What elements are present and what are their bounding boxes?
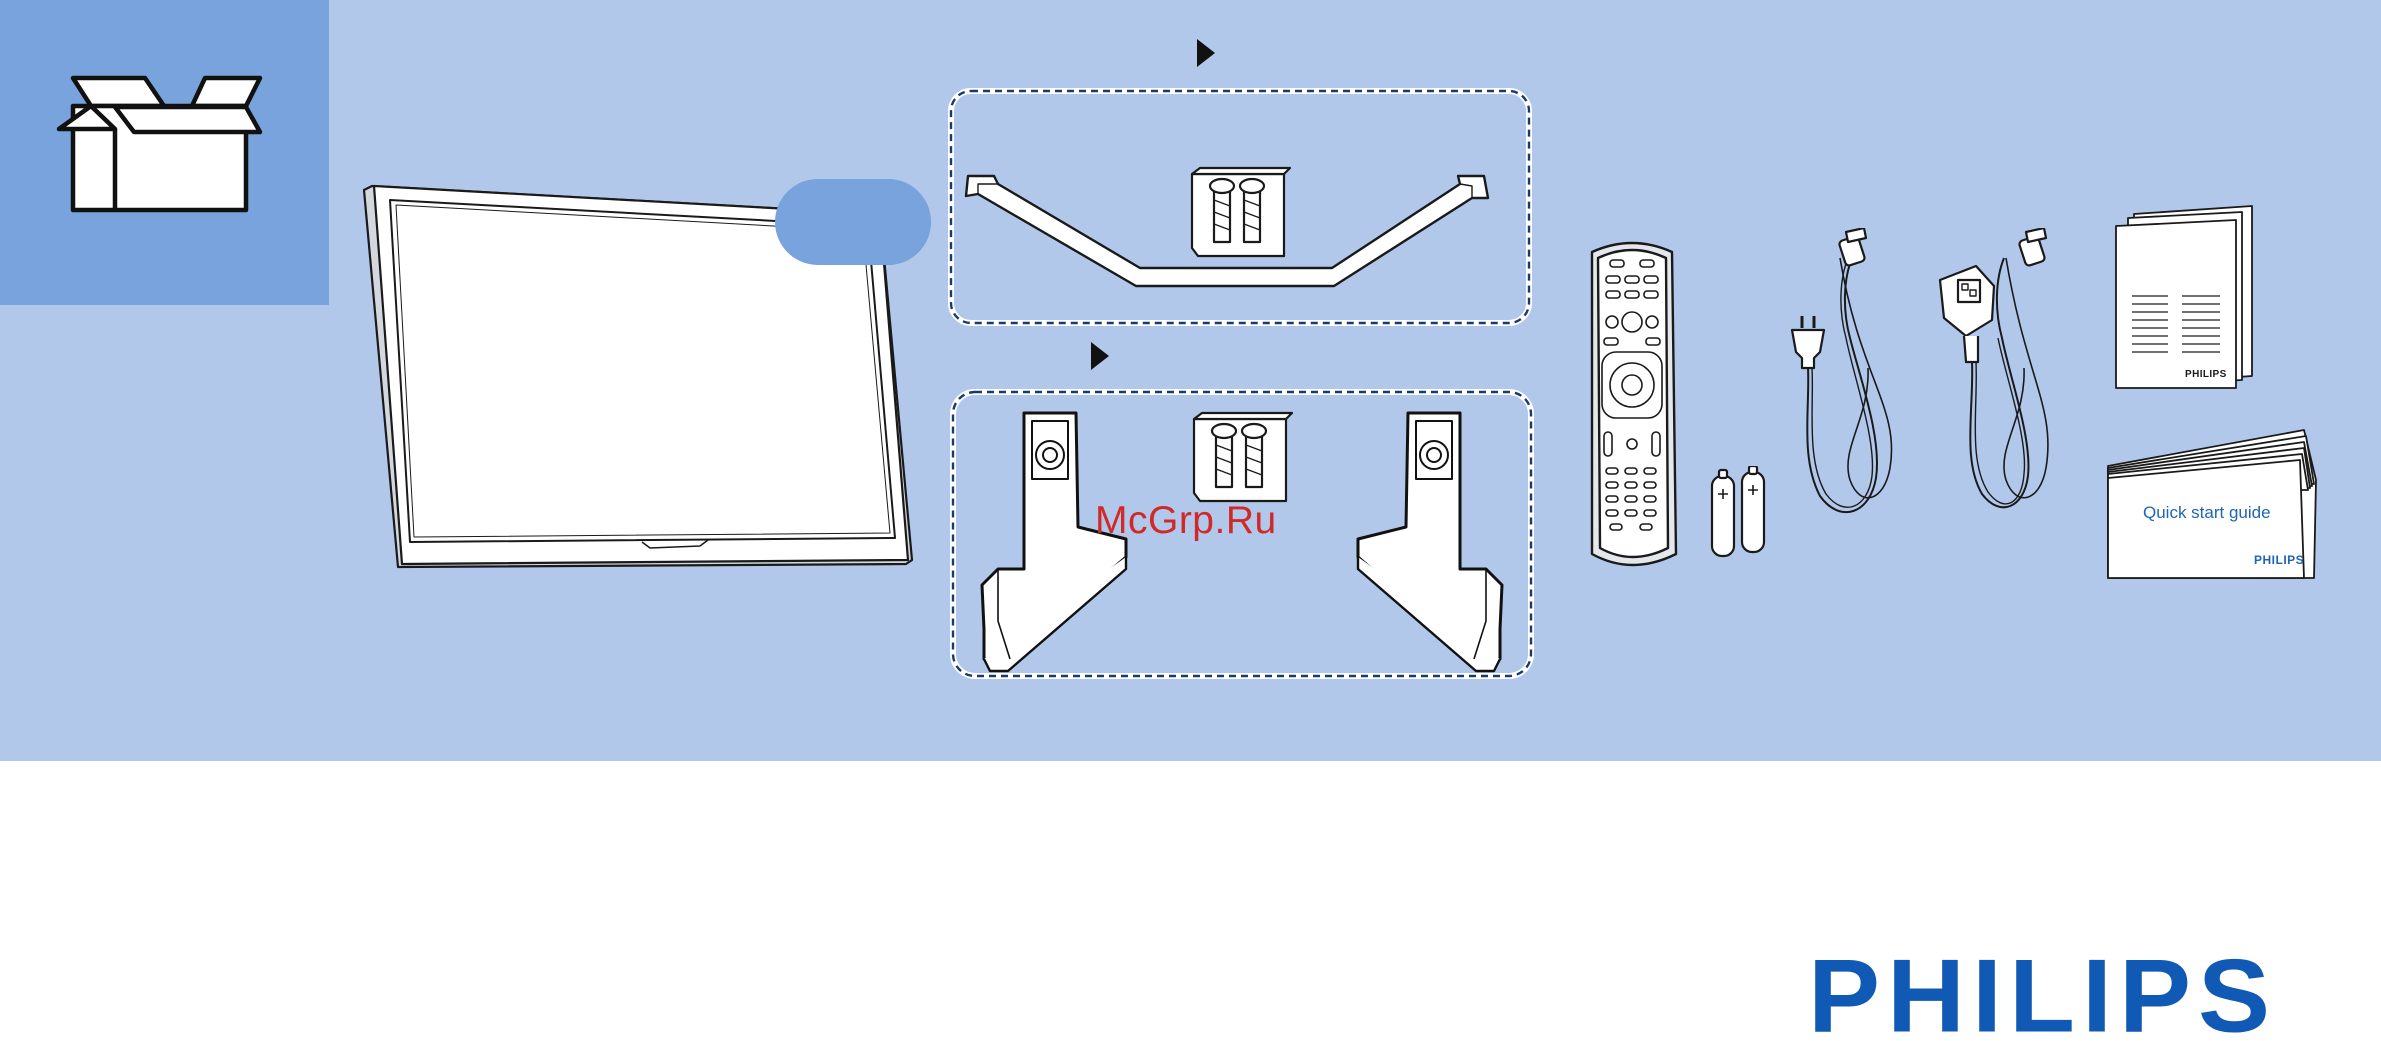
- option-b-marker-icon: [1090, 341, 1110, 371]
- leaflet-brand: PHILIPS: [2185, 369, 2227, 380]
- watermark: McGrp.Ru: [1095, 499, 1277, 543]
- quick-start-guide-brand: PHILIPS: [2254, 553, 2304, 567]
- brand-logo: PHILIPS: [1808, 944, 2277, 1041]
- remote-control-icon: [1584, 236, 1680, 572]
- batteries-icon: [1706, 466, 1770, 560]
- quick-start-guide-title: Quick start guide: [2143, 503, 2271, 523]
- model-tab-overlay: [774, 178, 932, 266]
- option-a-marker-icon: [1196, 38, 1216, 68]
- uk-power-cord-icon: [1930, 228, 2070, 518]
- screws-icon: [1192, 168, 1290, 256]
- box-icon: [55, 70, 265, 218]
- stand-option-a: [948, 88, 1532, 326]
- eu-power-cord-icon: [1780, 228, 1920, 518]
- leaflet-icon: [2110, 204, 2256, 390]
- screws-icon-b: [1194, 413, 1292, 501]
